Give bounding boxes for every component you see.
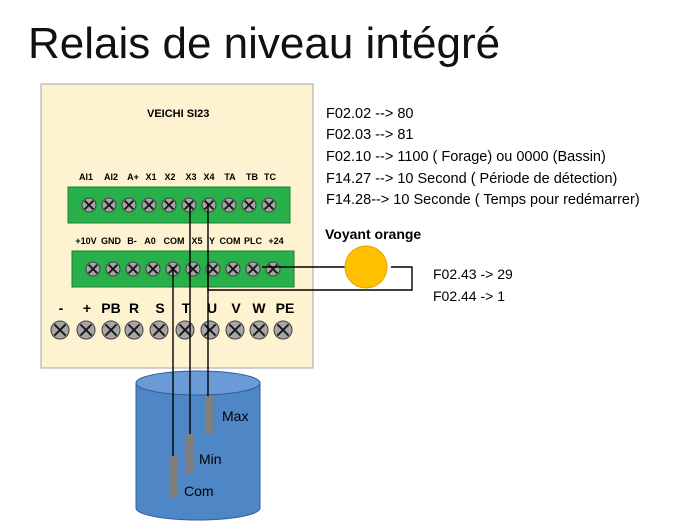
- top-terminal-label-9: TC: [264, 172, 276, 182]
- power-terminal-screw: [249, 320, 269, 340]
- bottom-terminal-screw: [245, 261, 261, 277]
- bottom-terminal-label-4: COM: [163, 236, 185, 246]
- power-terminal-label-5: T: [181, 300, 191, 316]
- probe-com: [169, 456, 177, 498]
- top-terminal-label-1: AI2: [103, 172, 119, 182]
- top-terminal-label-3: X1: [145, 172, 157, 182]
- power-terminal-screw: [76, 320, 96, 340]
- top-terminal-screw: [141, 197, 157, 213]
- bottom-terminal-screw: [185, 261, 201, 277]
- power-terminal-label-2: PB: [101, 300, 121, 316]
- bottom-terminal-label-1: GND: [101, 236, 121, 246]
- parameter-line: F14.28--> 10 Seconde ( Temps pour redéma…: [326, 192, 640, 208]
- parameter-line: F02.02 --> 80: [326, 106, 414, 122]
- parameter-line: F14.27 --> 10 Second ( Période de détect…: [326, 171, 618, 187]
- parameter-line: F02.03 --> 81: [326, 127, 414, 143]
- top-terminal-screw: [221, 197, 237, 213]
- power-terminal-row: [50, 320, 293, 340]
- bottom-terminal-label-5: X5: [191, 236, 203, 246]
- parameter-line: F02.10 --> 1100 ( Forage) ou 0000 (Bassi…: [326, 149, 606, 165]
- bottom-terminal-label-0: +10V: [75, 236, 97, 246]
- bottom-terminal-screw: [205, 261, 221, 277]
- power-terminal-label-8: W: [252, 300, 266, 316]
- top-terminal-label-6: X4: [203, 172, 215, 182]
- power-terminal-screw: [273, 320, 293, 340]
- bottom-terminal-block: [71, 250, 295, 288]
- wire-y-indicator: [207, 266, 413, 291]
- top-terminal-screw: [121, 197, 137, 213]
- bottom-terminal-label-9: +24: [268, 236, 284, 246]
- bottom-terminal-label-7: COM: [219, 236, 241, 246]
- top-terminal-block: [67, 186, 291, 224]
- bottom-terminal-screw: [105, 261, 121, 277]
- power-terminal-screw: [50, 320, 70, 340]
- indicator-parameter: F02.44 -> 1: [433, 288, 505, 304]
- power-terminal-label-0: -: [58, 300, 64, 316]
- bottom-terminal-label-3: A0: [144, 236, 156, 246]
- top-terminal-label-7: TA: [224, 172, 236, 182]
- power-terminal-label-4: S: [155, 300, 165, 316]
- bottom-terminal-screw: [225, 261, 241, 277]
- probe-max: [205, 396, 213, 434]
- top-terminal-label-2: A+: [127, 172, 139, 182]
- page-title: Relais de niveau intégré: [28, 19, 501, 68]
- water-tank: [135, 370, 261, 521]
- top-terminal-label-0: AI1: [78, 172, 94, 182]
- power-terminal-label-3: R: [128, 300, 140, 316]
- top-terminal-label-4: X2: [164, 172, 176, 182]
- indicator-parameter: F02.43 -> 29: [433, 266, 513, 282]
- power-terminal-screw: [101, 320, 121, 340]
- power-terminal-label-6: U: [206, 300, 218, 316]
- bottom-terminal-label-8: PLC: [244, 236, 262, 246]
- top-terminal-screw: [101, 197, 117, 213]
- power-terminal-label-7: V: [231, 300, 241, 316]
- top-terminal-label-5: X3: [185, 172, 197, 182]
- probe-label-min: Min: [199, 451, 222, 467]
- indicator-label: Voyant orange: [325, 226, 422, 242]
- power-terminal-label-9: PE: [275, 300, 295, 316]
- probe-min: [186, 434, 194, 474]
- top-terminal-screw: [241, 197, 257, 213]
- bottom-terminal-screw: [265, 261, 281, 277]
- power-terminal-screw: [225, 320, 245, 340]
- bottom-terminal-screw: [85, 261, 101, 277]
- top-terminal-screw: [161, 197, 177, 213]
- bottom-terminal-screw: [125, 261, 141, 277]
- power-terminal-screw: [175, 320, 195, 340]
- top-terminal-label-8: TB: [246, 172, 258, 182]
- bottom-terminal-screw: [145, 261, 161, 277]
- top-terminal-screw: [81, 197, 97, 213]
- device-model-label: VEICHI SI23: [147, 108, 210, 120]
- probe-label-max: Max: [222, 408, 249, 424]
- top-terminal-screw: [261, 197, 277, 213]
- bottom-terminal-label-2: B-: [127, 236, 137, 246]
- bottom-terminal-label-6: Y: [208, 236, 216, 246]
- top-terminal-screw: [201, 197, 217, 213]
- top-terminal-screw: [181, 197, 197, 213]
- power-terminal-screw: [149, 320, 169, 340]
- power-terminal-screw: [124, 320, 144, 340]
- power-terminal-label-1: +: [82, 300, 92, 316]
- power-terminal-screw: [200, 320, 220, 340]
- orange-indicator-lamp: [344, 245, 388, 289]
- probe-label-com: Com: [184, 483, 214, 499]
